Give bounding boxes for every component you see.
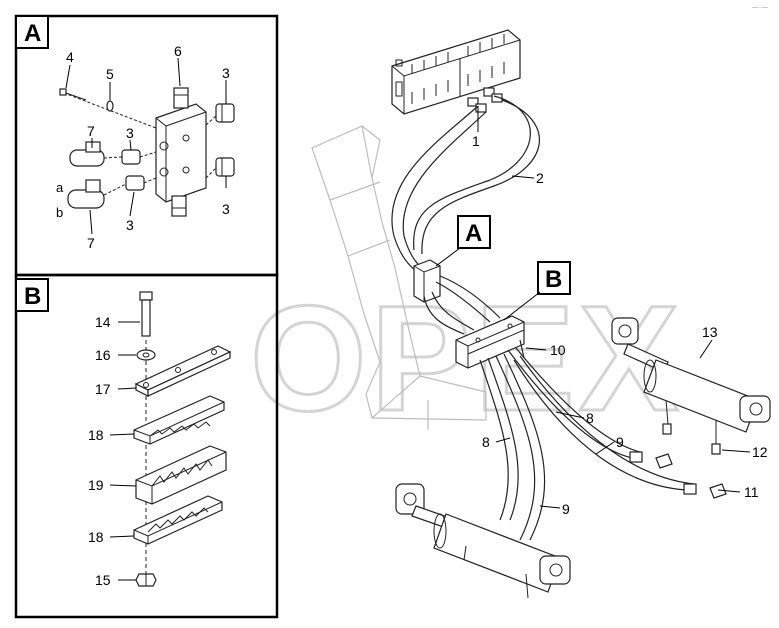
callout-7-bottom: 7 xyxy=(87,235,95,251)
callout-3-bottom-right: 3 xyxy=(222,201,230,217)
flag-b-label: B xyxy=(545,266,562,293)
callout-3-upper-left: 3 xyxy=(126,125,134,141)
callout-19: 19 xyxy=(88,477,104,493)
callout-9-lower: 9 xyxy=(562,501,570,517)
callout-9-right: 9 xyxy=(616,434,624,450)
callout-15: 15 xyxy=(95,572,111,588)
callout-5: 5 xyxy=(106,66,114,82)
detail-a-panel: A xyxy=(14,14,279,277)
callout-6: 6 xyxy=(174,43,182,59)
elbow-7-lower xyxy=(67,179,127,209)
detail-b-label: B xyxy=(24,283,41,310)
loader-frame xyxy=(311,125,487,430)
cover-plate-17 xyxy=(134,345,232,397)
nut-15 xyxy=(135,573,157,587)
valve-block-a-installed xyxy=(413,259,441,303)
hose-8-left xyxy=(479,359,509,521)
washer-16 xyxy=(136,349,156,361)
port-a-label: a xyxy=(56,180,64,195)
elbow-7-upper xyxy=(69,141,123,167)
detail-a-tag xyxy=(15,15,49,49)
callout-3-top-right: 3 xyxy=(222,65,230,81)
clamp-half-18-upper xyxy=(133,395,225,445)
fitting-3-lower-right xyxy=(205,157,235,179)
flag-a: A xyxy=(435,215,491,267)
hose-9-right xyxy=(513,359,687,491)
callout-8-left: 8 xyxy=(482,434,490,450)
valve-fittings-1 xyxy=(467,87,503,113)
callout-2: 2 xyxy=(536,170,544,186)
detail-b-tag xyxy=(15,278,49,312)
callout-7-top: 7 xyxy=(87,123,95,139)
corner-mark: — — xyxy=(752,4,768,11)
fitting-3-lower-left xyxy=(125,175,157,191)
callout-8-right: 8 xyxy=(586,410,594,426)
detail-b-panel: B xyxy=(14,273,279,619)
callout-18-lower: 18 xyxy=(88,529,104,545)
callout-1: 1 xyxy=(472,133,480,149)
callout-14: 14 xyxy=(95,314,111,330)
fitting-12 xyxy=(662,399,721,455)
callout-17: 17 xyxy=(95,381,111,397)
hydraulic-cylinder-13 xyxy=(611,317,771,433)
pin-10 xyxy=(519,339,525,359)
port-b-label: b xyxy=(56,205,63,220)
detail-a-label: A xyxy=(24,20,41,47)
hydraulic-cylinder-left xyxy=(395,483,571,599)
callout-18-upper: 18 xyxy=(88,427,104,443)
control-valve-bank xyxy=(391,29,521,115)
fitting-3-upper-right xyxy=(205,103,235,126)
callout-12: 12 xyxy=(752,444,768,460)
elbow-fitting-11 xyxy=(629,451,727,499)
callout-11: 11 xyxy=(744,484,759,500)
hose-clamp-b-installed xyxy=(455,315,525,369)
hose-8-right xyxy=(507,349,633,459)
flag-b: B xyxy=(503,261,571,321)
clamp-block-19 xyxy=(135,445,227,505)
hose-9-lower xyxy=(495,355,536,541)
callout-10: 10 xyxy=(550,342,566,358)
washer-5 xyxy=(106,100,114,112)
valve-block xyxy=(155,87,207,217)
callout-13: 13 xyxy=(702,324,718,340)
flag-a-label: A xyxy=(465,220,482,247)
main-assembly: A B 1 2 10 8 8 9 9 11 12 13 xyxy=(311,29,771,599)
detail-b-frame xyxy=(14,273,279,619)
fitting-3-upper-left xyxy=(121,149,157,165)
bolt-14 xyxy=(139,291,153,337)
callout-3-lower-left: 3 xyxy=(126,217,134,233)
callout-16: 16 xyxy=(95,347,111,363)
callout-4: 4 xyxy=(66,49,74,65)
detail-a-frame xyxy=(14,14,279,277)
bolt-4 xyxy=(59,88,157,129)
clamp-half-18-lower xyxy=(133,495,223,545)
